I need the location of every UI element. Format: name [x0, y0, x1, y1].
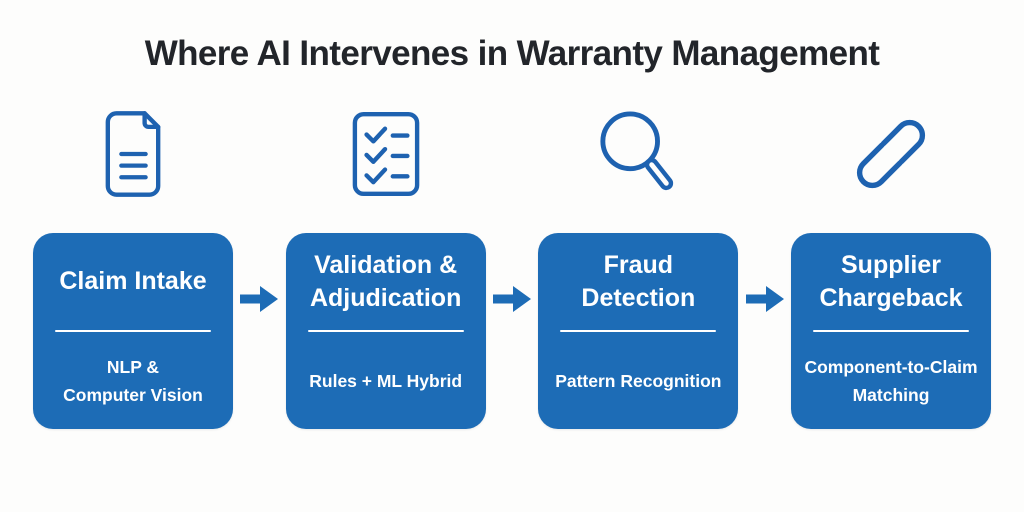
stage-title: Claim Intake [59, 267, 207, 295]
chain-link-icon [846, 100, 936, 207]
stage-title: Fraud Detection [581, 250, 696, 312]
divider [560, 330, 717, 332]
right-arrow-icon [745, 286, 784, 312]
checklist-icon [351, 100, 421, 207]
stage-card: Validation & Adjudication Rules + ML Hyb… [285, 233, 486, 429]
divider [307, 330, 464, 332]
right-arrow-icon [240, 286, 279, 312]
flow-arrow [233, 100, 286, 314]
stage-subtitle: NLP & Computer Vision [63, 356, 203, 405]
stage-supplier-chargeback: Supplier Chargeback Component-to-Claim M… [791, 100, 992, 429]
stage-card: Claim Intake NLP & Computer Vision [33, 233, 233, 429]
magnifying-glass-icon [597, 100, 679, 207]
stage-fraud-detection: Fraud Detection Pattern Recognition [538, 100, 739, 429]
stage-card: Fraud Detection Pattern Recognition [538, 233, 739, 429]
stage-title: Supplier Chargeback [819, 250, 963, 312]
process-flow: Claim Intake NLP & Computer Vision [33, 100, 992, 429]
stage-subtitle: Component-to-Claim Matching [804, 356, 978, 405]
stage-title: Validation & Adjudication [309, 250, 462, 312]
divider [55, 330, 211, 332]
stage-claim-intake: Claim Intake NLP & Computer Vision [33, 100, 233, 429]
stage-card: Supplier Chargeback Component-to-Claim M… [791, 233, 992, 429]
flow-arrow [738, 100, 791, 314]
stage-subtitle: Rules + ML Hybrid [309, 370, 463, 391]
document-icon [102, 100, 164, 207]
stage-validation-adjudication: Validation & Adjudication Rules + ML Hyb… [285, 100, 486, 429]
flow-arrow [486, 100, 539, 314]
right-arrow-icon [493, 286, 531, 312]
page-title: Where AI Intervenes in Warranty Manageme… [144, 34, 880, 73]
stage-subtitle: Pattern Recognition [555, 370, 722, 391]
divider [813, 330, 970, 332]
